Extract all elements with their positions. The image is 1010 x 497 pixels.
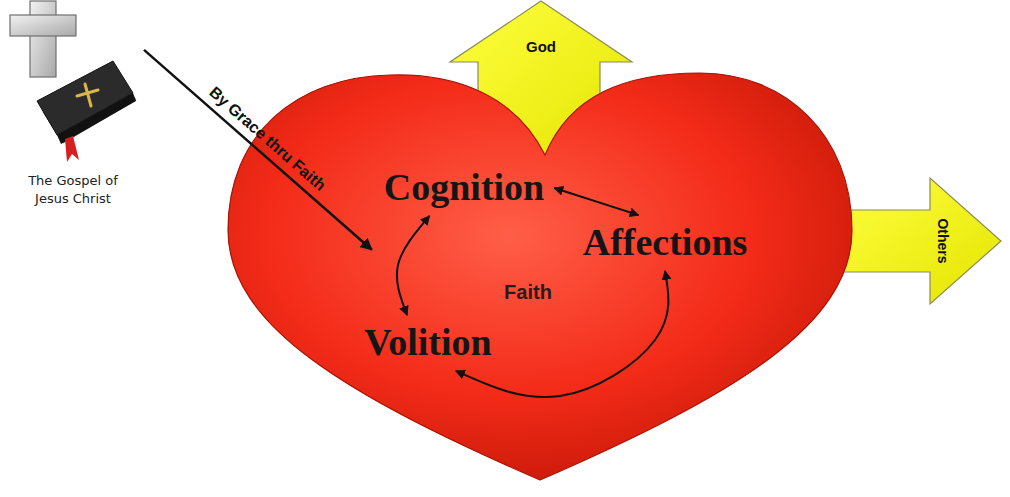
bible-ribbon bbox=[65, 136, 79, 162]
bible-cross bbox=[77, 84, 98, 106]
yellow-arrow-shape bbox=[835, 175, 1007, 307]
node-label: Cognition bbox=[384, 167, 544, 209]
node-label: Faith bbox=[504, 281, 552, 304]
yellow-arrow-shape bbox=[448, 0, 634, 165]
yellow-arrow-shape bbox=[450, 1, 632, 165]
affections-box: Affections bbox=[577, 219, 754, 267]
bible-spine bbox=[57, 93, 136, 144]
cognition-box: Cognition bbox=[378, 164, 550, 212]
gospel-caption-box: The Gospel of Jesus Christ bbox=[5, 0, 140, 230]
volition-box: Volition bbox=[358, 319, 497, 367]
others-arrow: Others bbox=[835, 175, 1007, 307]
cross-bible-icon bbox=[5, 0, 140, 170]
node-label: Affections bbox=[583, 222, 748, 264]
yellow-arrow-shape bbox=[835, 178, 1001, 304]
heart-shape: Faith CognitionAffectionsVolition bbox=[225, 65, 855, 485]
cross-beam bbox=[10, 15, 76, 36]
node-label: Others bbox=[935, 218, 951, 263]
node-label: Volition bbox=[364, 322, 491, 364]
node-label: God bbox=[526, 38, 556, 55]
heart-outline bbox=[225, 65, 855, 485]
cross-upright bbox=[30, 1, 56, 77]
node-label: The Gospel of Jesus Christ bbox=[11, 172, 135, 207]
god-arrow: God bbox=[448, 0, 634, 165]
